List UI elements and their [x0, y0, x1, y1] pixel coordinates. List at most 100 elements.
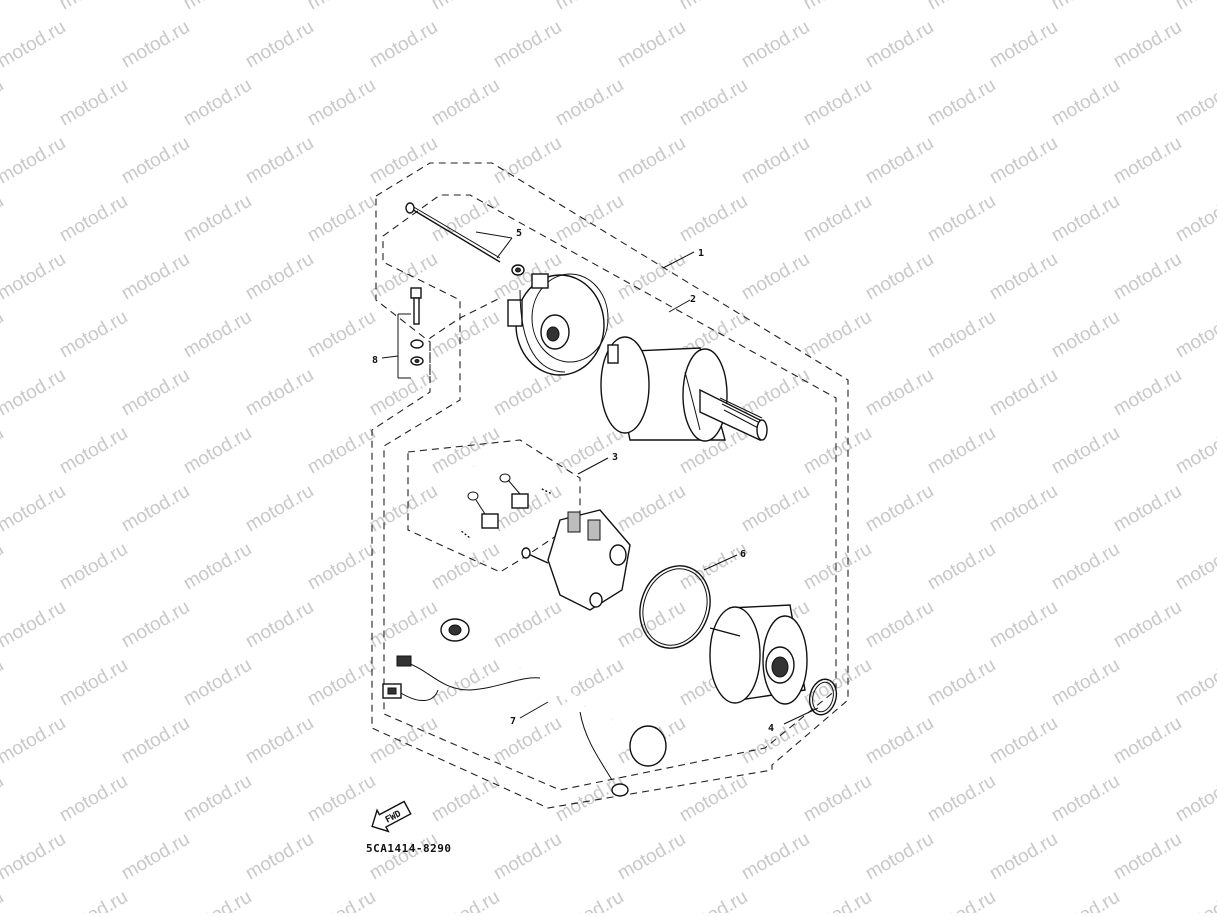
brush-set-icon: [459, 455, 553, 540]
watermark-text: motod.ru: [924, 423, 999, 479]
watermark-text: motod.ru: [0, 249, 69, 305]
watermark-text: motod.ru: [1048, 191, 1123, 247]
watermark-text: motod.ru: [614, 481, 689, 537]
watermark-text: motod.ru: [800, 423, 875, 479]
watermark-text: motod.ru: [552, 771, 627, 827]
watermark-text: motod.ru: [118, 133, 193, 189]
watermark-text: motod.ru: [366, 249, 441, 305]
watermark-text: motod.ru: [490, 133, 565, 189]
watermark-text: motod.ru: [0, 133, 69, 189]
watermark-text: motod.ru: [800, 539, 875, 595]
watermark-text: motod.ru: [366, 17, 441, 73]
callout-1: 1: [698, 248, 704, 259]
watermark-text: motod.ru: [0, 597, 69, 653]
watermark-text: motod.ru: [0, 191, 7, 247]
watermark-text: motod.ru: [180, 539, 255, 595]
watermark-text: motod.ru: [552, 423, 627, 479]
watermark-text: motod.ru: [986, 829, 1061, 885]
watermark-text: motod.ru: [0, 539, 7, 595]
watermark-text: motod.ru: [242, 249, 317, 305]
watermark-text: motod.ru: [0, 17, 69, 73]
watermark-text: motod.ru: [614, 133, 689, 189]
watermark-text: motod.ru: [1172, 423, 1217, 479]
callout-2: 2: [690, 294, 696, 305]
watermark-text: motod.ru: [0, 713, 69, 769]
watermark-text: motod.ru: [0, 75, 7, 131]
watermark-text: motod.ru: [1172, 307, 1217, 363]
watermark-text: motod.ru: [304, 191, 379, 247]
watermark-text: motod.ru: [0, 0, 7, 14]
watermark-text: motod.ru: [428, 539, 503, 595]
watermark-text: motod.ru: [862, 133, 937, 189]
watermark-text: motod.ru: [242, 17, 317, 73]
watermark-text: motod.ru: [738, 17, 813, 73]
watermark-text: motod.ru: [1048, 75, 1123, 131]
watermark-text: motod.ru: [304, 771, 379, 827]
callout-6: 6: [740, 549, 746, 560]
watermark-text: motod.ru: [676, 75, 751, 131]
watermark-text: motod.ru: [180, 655, 255, 711]
watermark-text: motod.ru: [304, 655, 379, 711]
watermark-text: motod.ru: [1048, 771, 1123, 827]
watermark-text: motod.ru: [56, 307, 131, 363]
watermark-text: motod.ru: [800, 307, 875, 363]
watermark-text: motod.ru: [1172, 771, 1217, 827]
watermark-text: motod.ru: [366, 829, 441, 885]
watermark-text: motod.ru: [986, 365, 1061, 421]
fwd-arrow-icon: FWD: [371, 800, 412, 833]
watermark-text: motod.ru: [428, 655, 503, 711]
watermark-text: motod.ru: [118, 365, 193, 421]
watermark-text: motod.ru: [0, 771, 7, 827]
watermark-text: motod.ru: [1172, 75, 1217, 131]
watermark-text: motod.ru: [118, 481, 193, 537]
diagram-code: 5CA1414-8290: [366, 842, 451, 855]
watermark-text: motod.ru: [0, 307, 7, 363]
watermark-text: motod.ru: [242, 133, 317, 189]
watermark-text: motod.ru: [180, 307, 255, 363]
front-cover-icon: [507, 273, 609, 376]
watermark-text: motod.ru: [552, 191, 627, 247]
watermark-text: motod.ru: [366, 713, 441, 769]
watermark-text: motod.ru: [0, 365, 69, 421]
brush-holder-icon: [521, 509, 631, 611]
watermark-text: motod.ru: [304, 307, 379, 363]
watermark-text: motod.ru: [428, 0, 503, 14]
watermark-text: motod.ru: [366, 481, 441, 537]
watermark-text: motod.ru: [242, 829, 317, 885]
o-ring-icon: [639, 565, 711, 649]
watermark-text: motod.ru: [56, 771, 131, 827]
watermark-text: motod.ru: [986, 17, 1061, 73]
watermark-text: motod.ru: [1110, 829, 1185, 885]
watermark-text: motod.ru: [676, 887, 751, 913]
watermark-text: motod.ru: [924, 0, 999, 14]
watermark-text: motod.ru: [800, 887, 875, 913]
watermark-text: motod.ru: [924, 887, 999, 913]
watermark-text: motod.ru: [1110, 133, 1185, 189]
watermark-text: motod.ru: [490, 713, 565, 769]
watermark-text: motod.ru: [738, 133, 813, 189]
watermark-text: motod.ru: [0, 887, 7, 913]
watermark-text: motod.ru: [118, 17, 193, 73]
watermark-text: motod.ru: [242, 713, 317, 769]
watermark-text: motod.ru: [552, 75, 627, 131]
watermark-text: motod.ru: [738, 249, 813, 305]
watermark-text: motod.ru: [242, 365, 317, 421]
through-bolt-icon: [405, 202, 525, 276]
watermark-text: motod.ru: [0, 829, 69, 885]
watermark-text: motod.ru: [800, 0, 875, 14]
bolt-washer-icon: [381, 287, 501, 379]
watermark-text: motod.ru: [56, 539, 131, 595]
watermark-text: motod.ru: [614, 249, 689, 305]
watermark-text: motod.ru: [56, 191, 131, 247]
watermark-text: motod.ru: [738, 481, 813, 537]
watermark-text: motod.ru: [986, 713, 1061, 769]
watermark-text: motod.ru: [118, 713, 193, 769]
watermark-text: motod.ru: [1172, 887, 1217, 913]
watermark-text: motod.ru: [304, 887, 379, 913]
watermark-text: motod.ru: [56, 423, 131, 479]
watermark-text: motod.ru: [862, 481, 937, 537]
watermark-text: motod.ru: [552, 655, 627, 711]
watermark-text: motod.ru: [118, 597, 193, 653]
watermark-text: motod.ru: [1048, 423, 1123, 479]
watermark-text: motod.ru: [1110, 365, 1185, 421]
